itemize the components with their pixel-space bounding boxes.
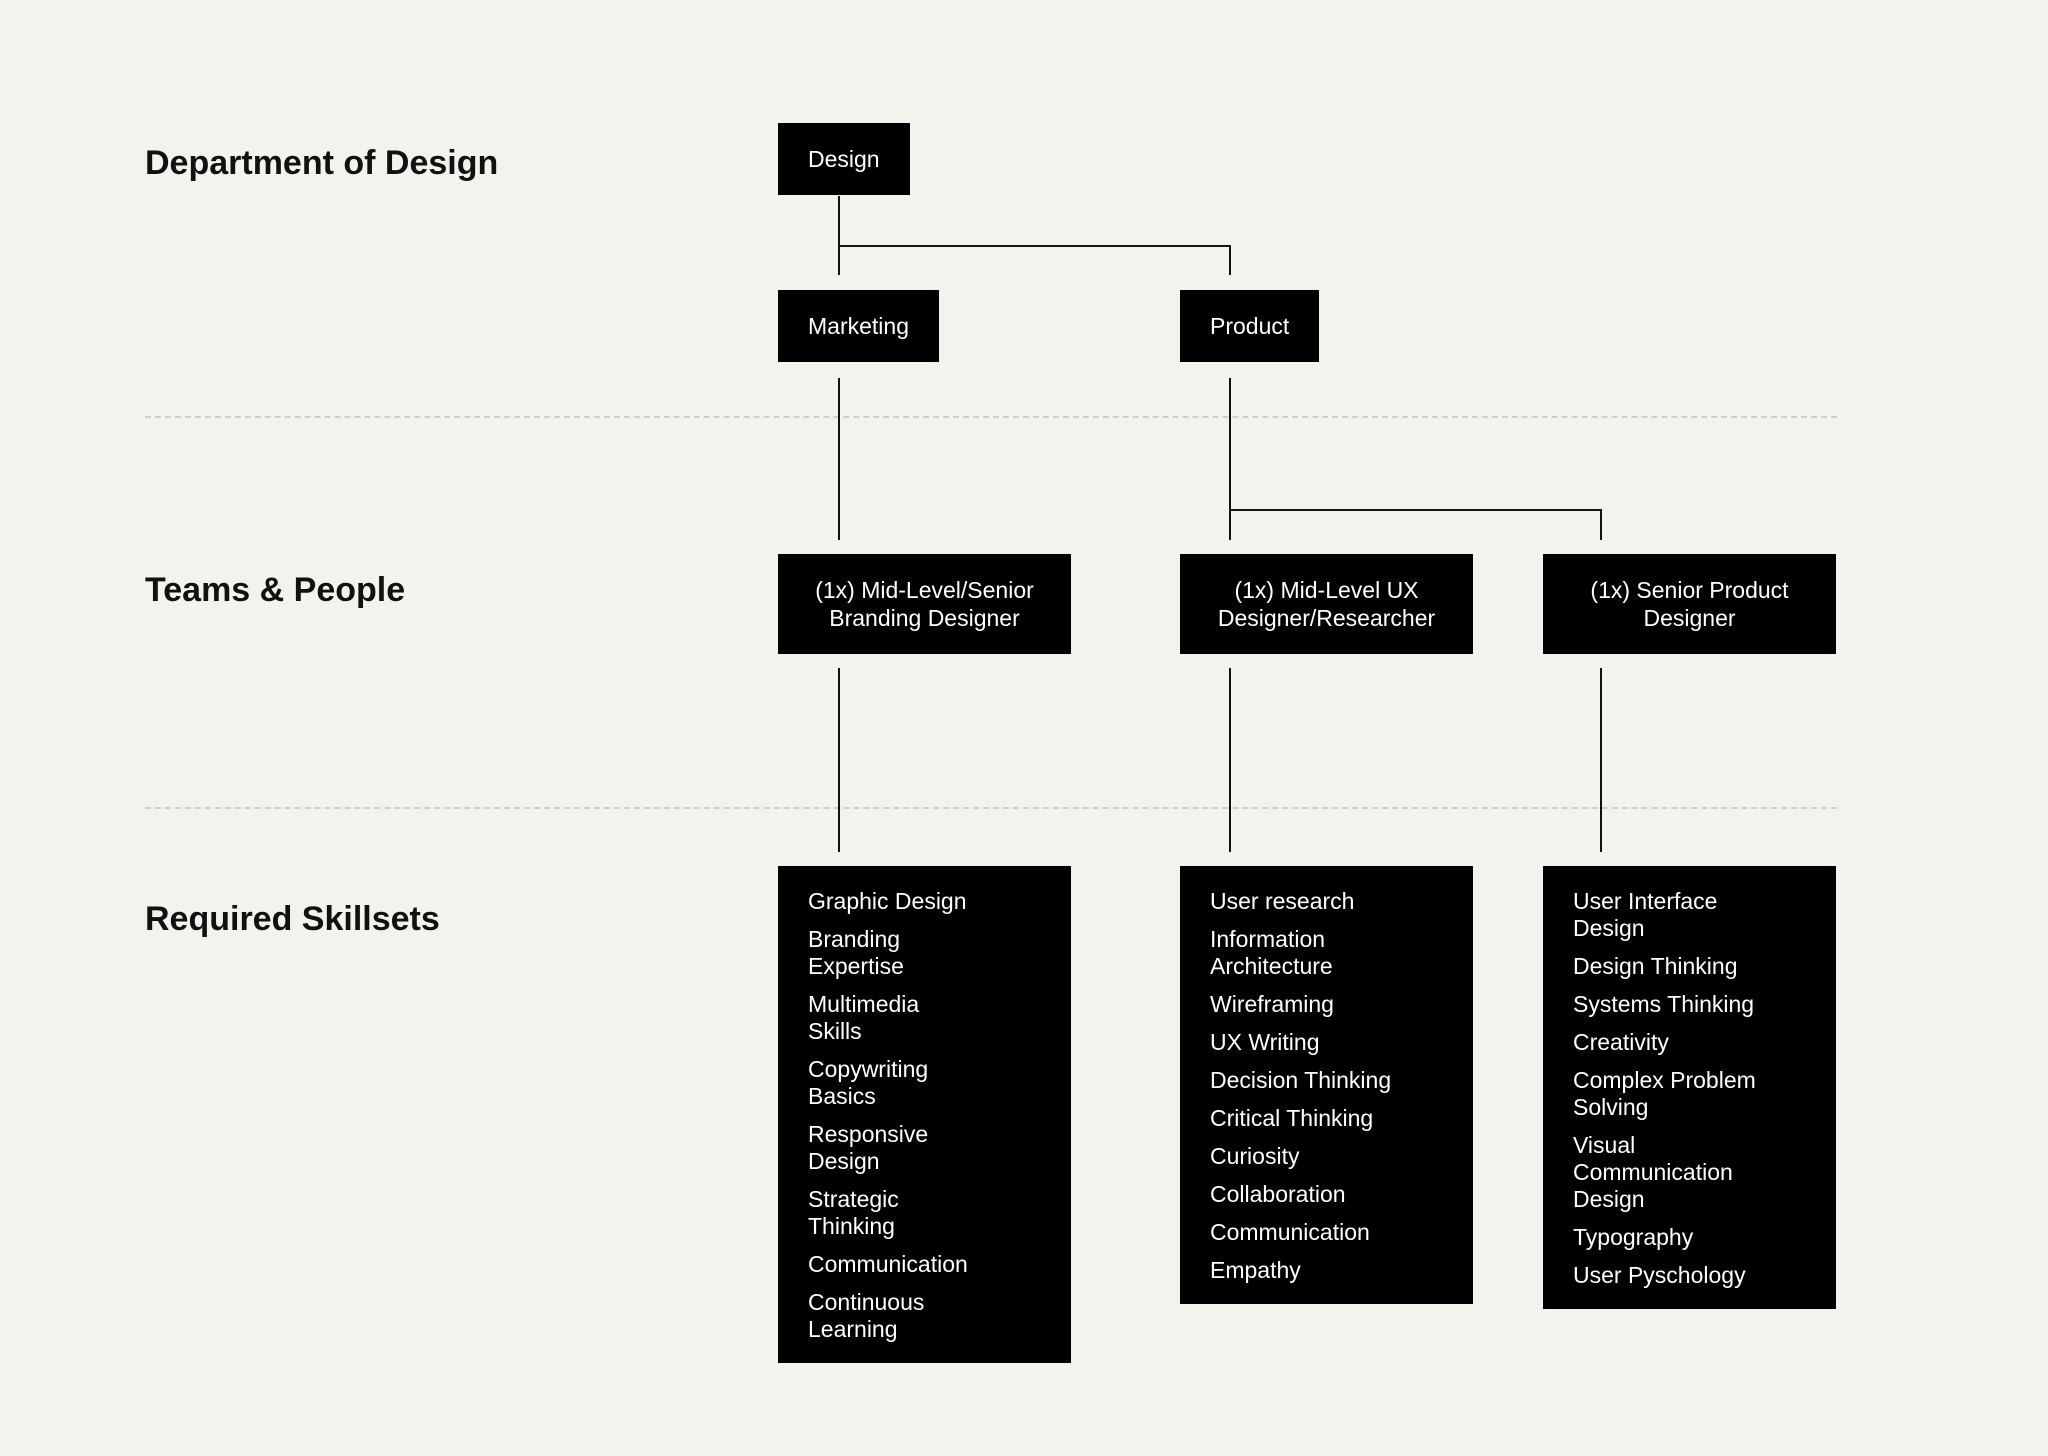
skill-item: Decision Thinking [1210,1067,1392,1093]
skill-item: Empathy [1210,1257,1301,1283]
section-title-skillsets: Required Skillsets [145,900,440,938]
skill-item: Communication [808,1251,968,1277]
skill-item: Systems Thinking [1573,991,1755,1017]
connector-design-to-teams [838,196,1231,275]
node-design: Design [778,123,910,195]
skill-item: Complex Problem Solving [1573,1067,1756,1120]
skill-item: Continuous Learning [808,1289,925,1342]
skill-item: Critical Thinking [1210,1105,1374,1131]
skill-item: User Interface Design [1573,888,1718,941]
skill-list: User research Information Architecture W… [1210,888,1447,1284]
skill-item: Wireframing [1210,991,1334,1017]
skills-senior-product: User Interface Design Design Thinking Sy… [1543,866,1836,1309]
skill-item: Visual Communication Design [1573,1132,1733,1212]
skill-item: Design Thinking [1573,953,1738,979]
role-label: (1x) Mid-Level UX Designer/Researcher [1217,577,1436,631]
skill-item: Creativity [1573,1029,1669,1055]
skill-item: Information Architecture [1210,926,1333,979]
skill-item: Graphic Design [808,888,967,914]
section-divider [145,807,1837,809]
section-title-department: Department of Design [145,144,499,182]
role-ux-designer: (1x) Mid-Level UX Designer/Researcher [1180,554,1473,654]
skill-item: Copywriting Basics [808,1056,929,1109]
connector-product-to-roles [1229,378,1602,540]
skills-ux: User research Information Architecture W… [1180,866,1473,1304]
skill-item: UX Writing [1210,1029,1320,1055]
skill-item: Strategic Thinking [808,1186,899,1239]
skill-item: Typography [1573,1224,1694,1250]
skill-item: Curiosity [1210,1143,1300,1169]
skill-item: Multimedia Skills [808,991,920,1044]
role-label: (1x) Senior Product Designer [1590,577,1789,631]
section-divider [145,416,1837,418]
skill-item: User Pyschology [1573,1262,1746,1288]
skill-list: User Interface Design Design Thinking Sy… [1573,888,1810,1289]
node-product: Product [1180,290,1320,362]
skill-item: Collaboration [1210,1181,1346,1207]
role-senior-product-designer: (1x) Senior Product Designer [1543,554,1836,654]
role-label: (1x) Mid-Level/Senior Branding Designer [815,577,1034,631]
role-branding-designer: (1x) Mid-Level/Senior Branding Designer [778,554,1071,654]
node-marketing: Marketing [778,290,939,362]
skill-item: Branding Expertise [808,926,904,979]
skill-item: Communication [1210,1219,1370,1245]
section-title-teams: Teams & People [145,571,406,609]
skills-branding: Graphic Design Branding Expertise Multim… [778,866,1071,1363]
skill-item: Responsive Design [808,1121,929,1174]
skill-list: Graphic Design Branding Expertise Multim… [808,888,1045,1343]
skill-item: User research [1210,888,1355,914]
